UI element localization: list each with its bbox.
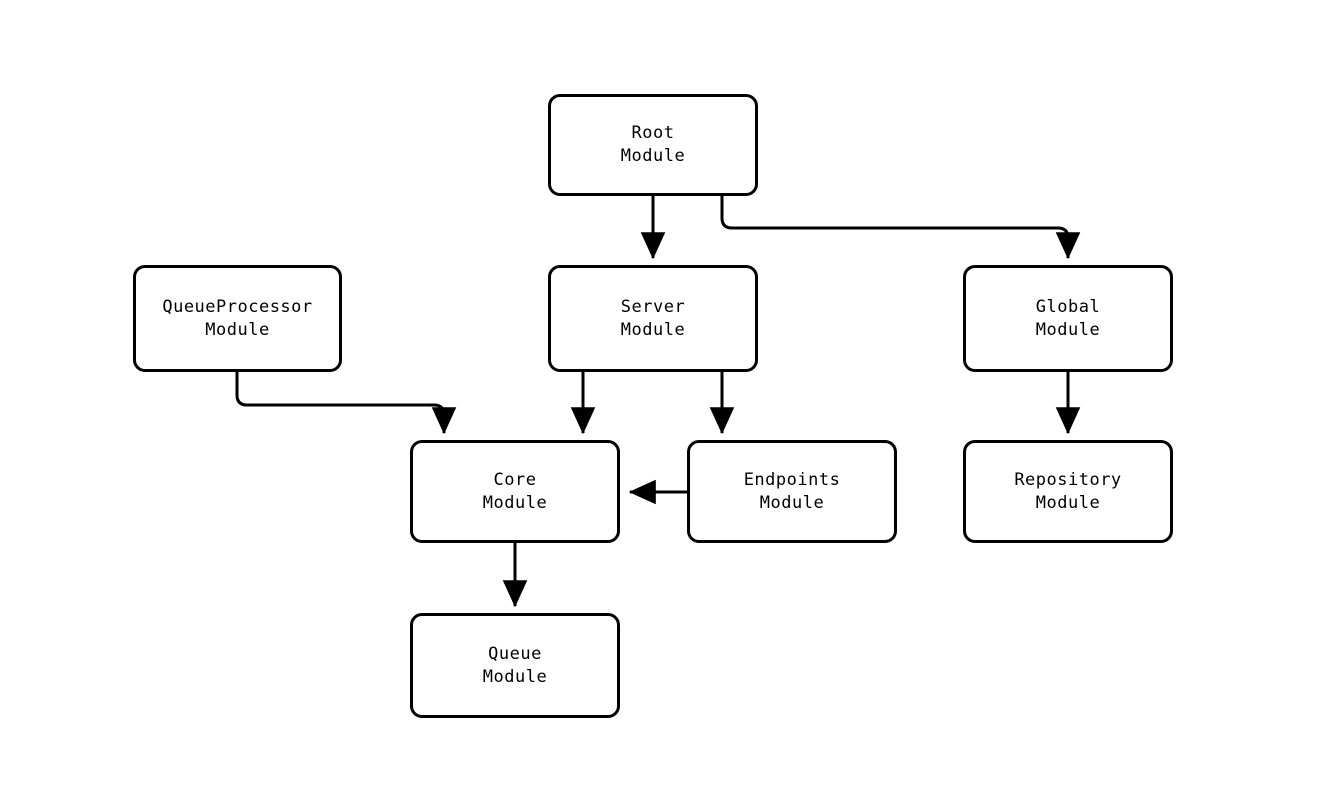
node-label-primary: Server: [620, 296, 686, 317]
node-label-secondary: Module: [482, 492, 548, 513]
node-label-secondary: Module: [759, 492, 825, 513]
node-label-primary: QueueProcessor: [162, 296, 313, 317]
node-label-primary: Root: [631, 123, 675, 143]
node-label-primary: Global: [1035, 296, 1101, 317]
node-label-primary: Endpoints: [743, 469, 841, 490]
edge-root-to-global: [720, 196, 1081, 260]
node-label-secondary: Module: [205, 319, 270, 340]
node-label-secondary: Module: [1035, 319, 1101, 340]
node-label-secondary: Module: [482, 666, 548, 687]
node-label-secondary: Module: [1035, 492, 1101, 513]
node-label-primary: Core: [493, 469, 537, 490]
node-label-primary: Queue: [488, 643, 542, 664]
node-label-primary: Repository: [1014, 469, 1122, 490]
node-label-secondary: Module: [620, 146, 686, 166]
node-label-secondary: Module: [620, 319, 686, 340]
edge-queueprocessor-to-core: [235, 372, 457, 435]
